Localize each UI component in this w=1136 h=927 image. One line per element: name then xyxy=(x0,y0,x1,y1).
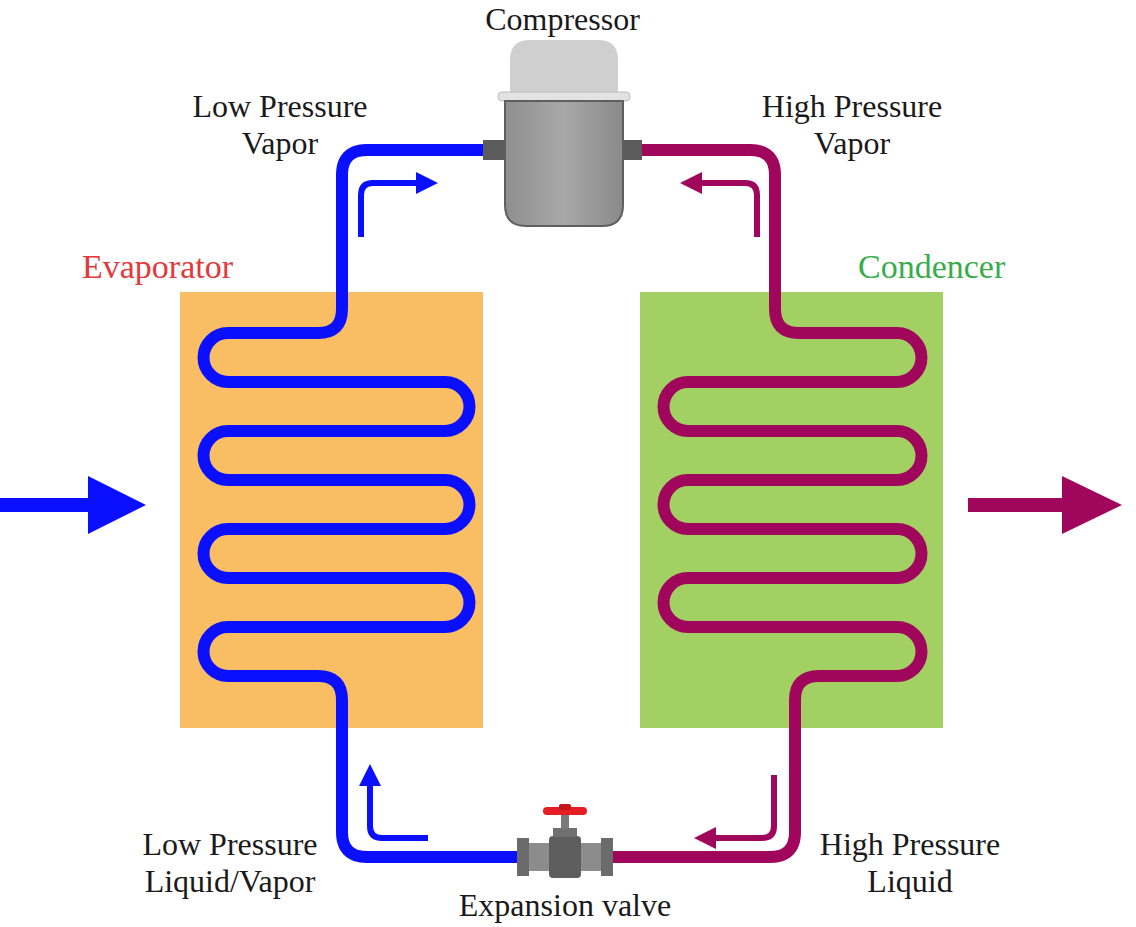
compressor-node: Compressor xyxy=(483,40,642,228)
flow-arrow-shaft xyxy=(700,183,757,237)
evaporator-box: Evaporator xyxy=(180,292,483,728)
flow-arrow-shaft xyxy=(714,775,774,838)
condenser-coil xyxy=(664,292,922,728)
evaporator-coil xyxy=(203,292,469,728)
flow-arrow xyxy=(680,172,757,237)
flow-arrow xyxy=(359,764,428,838)
valve-symbol xyxy=(517,804,613,878)
outflow-arrow xyxy=(968,476,1122,534)
compressor-body xyxy=(505,101,623,226)
pipe-group xyxy=(342,150,795,857)
compressor-inlet xyxy=(483,140,505,160)
valve-flange xyxy=(601,838,613,876)
valve-body xyxy=(549,836,581,878)
compressor-outlet xyxy=(623,140,642,160)
evaporator-ground xyxy=(180,292,483,728)
edge-label-holder: High Pressure Vapor xyxy=(752,88,952,162)
refrigerant-pipe xyxy=(342,728,517,857)
edge-label-holder: Low Pressure Vapor xyxy=(180,88,380,162)
flow-arrow-shaft xyxy=(370,784,428,838)
edge-label-holder: Low Pressure Liquid/Vapor xyxy=(130,826,330,900)
inflow-arrow xyxy=(0,476,146,534)
valve-bonnet xyxy=(553,828,577,837)
flow-arrow xyxy=(694,775,774,849)
valve-pipe xyxy=(529,843,549,871)
refrigerant-pipe xyxy=(642,150,775,292)
flow-arrow-head xyxy=(680,172,702,194)
flow-arrow-head xyxy=(359,764,381,786)
condenser-box: Condencer xyxy=(640,292,943,728)
node-label: Compressor xyxy=(485,2,640,37)
node-label: Evaporator xyxy=(82,248,233,285)
edge-label-holder: High Pressure Liquid xyxy=(810,826,1010,900)
flow-arrow-head xyxy=(694,827,716,849)
pipe-label: High Pressure Liquid xyxy=(810,826,1010,900)
node-label-holder: Condencer xyxy=(858,248,1005,285)
pipe-label: Low Pressure Vapor xyxy=(180,88,380,162)
flow-arrow-head xyxy=(416,172,438,194)
valve-flange xyxy=(517,838,529,876)
compressor-dome xyxy=(510,40,618,95)
valve-stem xyxy=(561,814,569,829)
node-label-holder: Expansion valve xyxy=(459,888,671,923)
pipe-label: Low Pressure Liquid/Vapor xyxy=(130,826,330,900)
flow-arrow-shaft xyxy=(361,183,418,237)
compressor-symbol xyxy=(483,40,642,226)
expansion-valve-node: Expansion valve xyxy=(517,806,613,882)
valve-knob xyxy=(559,804,571,810)
refrigerant-pipe xyxy=(613,728,795,857)
pipe-label: High Pressure Vapor xyxy=(752,88,952,162)
node-label-holder: Compressor xyxy=(485,2,640,37)
refrigerant-pipe xyxy=(342,150,483,292)
valve-pipe xyxy=(581,843,601,871)
flow-arrow xyxy=(361,172,438,237)
compressor-brim xyxy=(498,92,630,101)
condenser-ground xyxy=(640,292,943,728)
node-label: Condencer xyxy=(858,248,1005,285)
node-label: Expansion valve xyxy=(459,888,671,923)
node-label-holder: Evaporator xyxy=(82,248,233,285)
